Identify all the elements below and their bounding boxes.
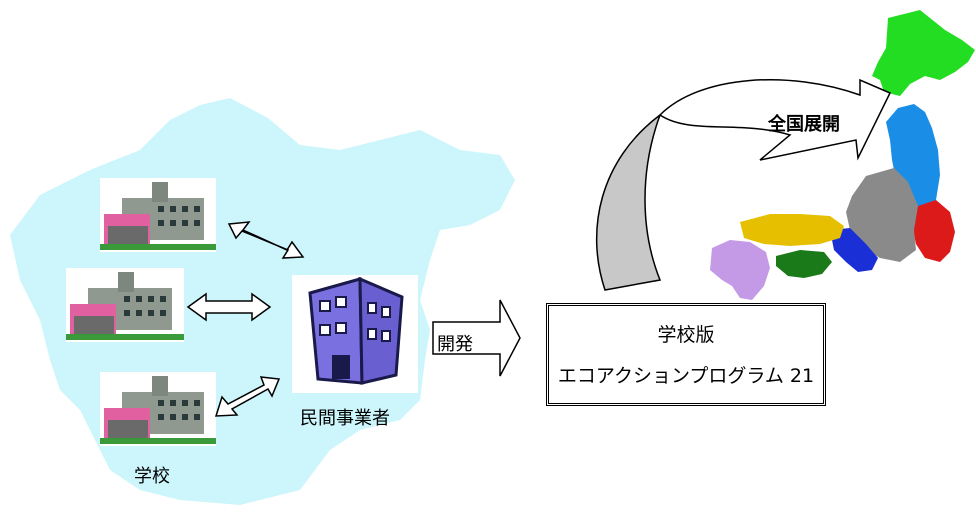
office-building (292, 275, 418, 393)
nationwide-arrow-body (595, 112, 662, 291)
link-arrow-2 (186, 292, 272, 322)
school-building-1 (100, 178, 216, 252)
school-building-2 (66, 268, 184, 342)
kanto-region (912, 200, 955, 262)
program-title: 学校版 (657, 324, 715, 346)
nationwide-label: 全国展開 (768, 114, 840, 135)
shikoku-region (776, 250, 832, 278)
kinki-region (830, 228, 878, 272)
program-name: エコアクションプログラム 21 (557, 365, 815, 387)
nationwide-arrow-head (658, 78, 892, 161)
develop-arrow (432, 299, 521, 377)
company-label: 民間事業者 (300, 408, 390, 429)
develop-label: 開発 (437, 334, 473, 355)
school-label: 学校 (134, 466, 170, 487)
school-building-3 (100, 372, 216, 446)
japan-map (710, 10, 975, 300)
link-arrow-1 (227, 221, 305, 259)
program-box: 学校版 エコアクションプログラム 21 (546, 303, 826, 406)
chubu-region (846, 168, 918, 262)
hokkaido-region (872, 10, 975, 96)
link-arrow-3 (214, 376, 281, 417)
kyushu-region (710, 240, 770, 300)
chugoku-region (740, 214, 844, 246)
